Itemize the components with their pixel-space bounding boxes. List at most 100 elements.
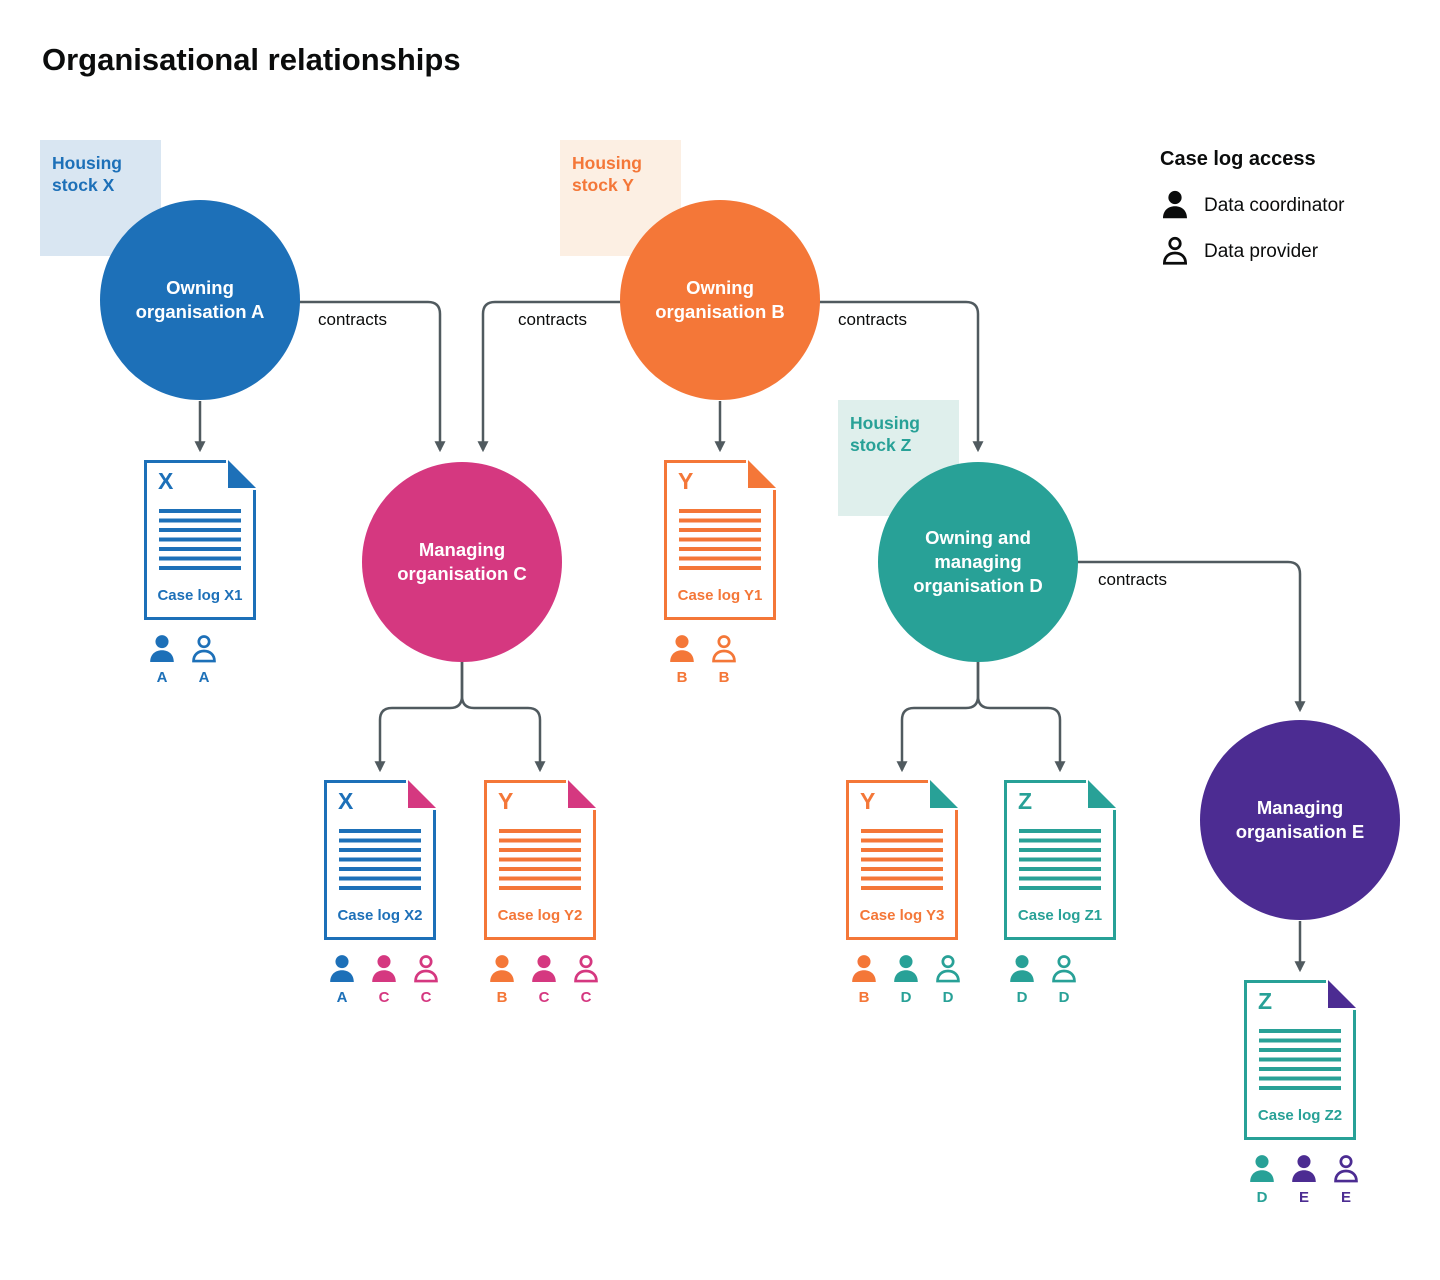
access-person-coordinator: B [846, 954, 882, 1006]
person-filled-icon [1250, 1155, 1274, 1183]
access-person-coordinator: D [1244, 1154, 1280, 1206]
access-org-letter: D [942, 989, 954, 1006]
access-org-letter: C [420, 989, 432, 1006]
access-person-coordinator: E [1286, 1154, 1322, 1206]
access-org-letter: B [718, 669, 730, 686]
person-outline-icon [1334, 1155, 1358, 1183]
doc-letter: Y [498, 788, 514, 814]
person-filled-icon [852, 955, 876, 983]
contracts-label-b-d: contracts [838, 310, 907, 329]
doc-letter: Y [860, 788, 876, 814]
doc-label: Case log Y1 [677, 587, 763, 604]
doc-letter: X [158, 468, 174, 494]
doc-text-lines [679, 509, 761, 570]
arrow-c-to-caselog-x2 [374, 661, 464, 773]
housing-stock-z-label: Housing stock Z [850, 413, 920, 456]
access-org-letter: C [580, 989, 592, 1006]
org-circle-owning-managing-d: Owning and managing organisation D [878, 462, 1078, 662]
access-person-coordinator: D [888, 954, 924, 1006]
org-circle-owning-a: Owning organisation A [100, 200, 300, 400]
access-org-letter: D [1016, 989, 1028, 1006]
access-person-provider: C [408, 954, 444, 1006]
access-org-letter: A [156, 669, 168, 686]
access-org-letter: A [198, 669, 210, 686]
access-person-coordinator: C [366, 954, 402, 1006]
org-e-label: Managing organisation E [1235, 796, 1365, 842]
legend-title: Case log access [1160, 148, 1316, 170]
doc-letter: Z [1258, 988, 1273, 1014]
doc-text-lines [1019, 829, 1101, 890]
access-org-letter: B [496, 989, 508, 1006]
person-filled-icon [670, 635, 694, 663]
access-org-letter: D [1058, 989, 1070, 1006]
access-person-provider: A [186, 634, 222, 686]
doc-label: Case log Z1 [1017, 907, 1103, 924]
person-outline-icon [1052, 955, 1076, 983]
case-log-x1-document: X Case log X1 [144, 460, 256, 620]
person-filled-icon [490, 955, 514, 983]
access-org-letter: E [1340, 1189, 1351, 1206]
person-outline-icon [192, 635, 216, 663]
doc-letter: Z [1018, 788, 1033, 814]
person-filled-icon [1160, 189, 1190, 223]
case-log-y2-document: Y Case log Y2 [484, 780, 596, 940]
person-filled-icon [1292, 1155, 1316, 1183]
doc-letter: X [338, 788, 354, 814]
person-outline-icon [1160, 235, 1190, 269]
org-d-label: Owning and managing organisation D [913, 526, 1043, 597]
legend-item-data-provider: Data provider [1160, 235, 1344, 269]
case-log-z2-document: Z Case log Z2 [1244, 980, 1356, 1140]
access-org-letter: A [336, 989, 348, 1006]
access-person-coordinator: D [1004, 954, 1040, 1006]
contracts-label-d-e: contracts [1098, 570, 1167, 589]
page-title: Organisational relationships [42, 42, 461, 77]
doc-text-lines [1259, 1029, 1341, 1090]
doc-letter: Y [678, 468, 694, 494]
arrow-c-to-caselog-y2 [460, 661, 546, 773]
person-outline-icon [414, 955, 438, 983]
doc-label: Case log X2 [337, 907, 423, 924]
legend-label-provider: Data provider [1204, 241, 1319, 262]
doc-label: Case log Y3 [859, 907, 945, 924]
doc-label: Case log Y2 [497, 907, 583, 924]
access-org-letter: D [1256, 1189, 1268, 1206]
case-log-z1-document: Z Case log Z1 [1004, 780, 1116, 940]
access-person-coordinator: A [144, 634, 180, 686]
access-org-letter: B [858, 989, 870, 1006]
housing-stock-y-label: Housing stock Y [572, 153, 642, 196]
access-person-provider: E [1328, 1154, 1364, 1206]
access-org-letter: E [1298, 1189, 1309, 1206]
access-org-letter: C [378, 989, 390, 1006]
person-filled-icon [150, 635, 174, 663]
access-person-provider: D [1046, 954, 1082, 1006]
arrow-d-to-caselog-z1 [976, 661, 1066, 773]
org-circle-managing-c: Managing organisation C [362, 462, 562, 662]
doc-text-lines [499, 829, 581, 890]
case-log-y1-document: Y Case log Y1 [664, 460, 776, 620]
legend-label-coordinator: Data coordinator [1204, 195, 1345, 216]
access-person-coordinator: C [526, 954, 562, 1006]
access-org-letter: D [900, 989, 912, 1006]
access-person-provider: B [706, 634, 742, 686]
access-person-coordinator: B [484, 954, 520, 1006]
arrow-d-to-caselog-y3 [896, 661, 980, 773]
case-log-x2-document: X Case log X2 [324, 780, 436, 940]
case-log-access-legend: Case log access Data coordinator Data pr… [1160, 148, 1344, 281]
doc-label: Case log Z2 [1257, 1107, 1343, 1124]
access-person-provider: C [568, 954, 604, 1006]
org-b-label: Owning organisation B [655, 276, 785, 322]
person-filled-icon [330, 955, 354, 983]
person-filled-icon [532, 955, 556, 983]
org-circle-managing-e: Managing organisation E [1200, 720, 1400, 920]
person-outline-icon [574, 955, 598, 983]
person-filled-icon [372, 955, 396, 983]
contracts-label-a-c: contracts [318, 310, 387, 329]
org-circle-owning-b: Owning organisation B [620, 200, 820, 400]
